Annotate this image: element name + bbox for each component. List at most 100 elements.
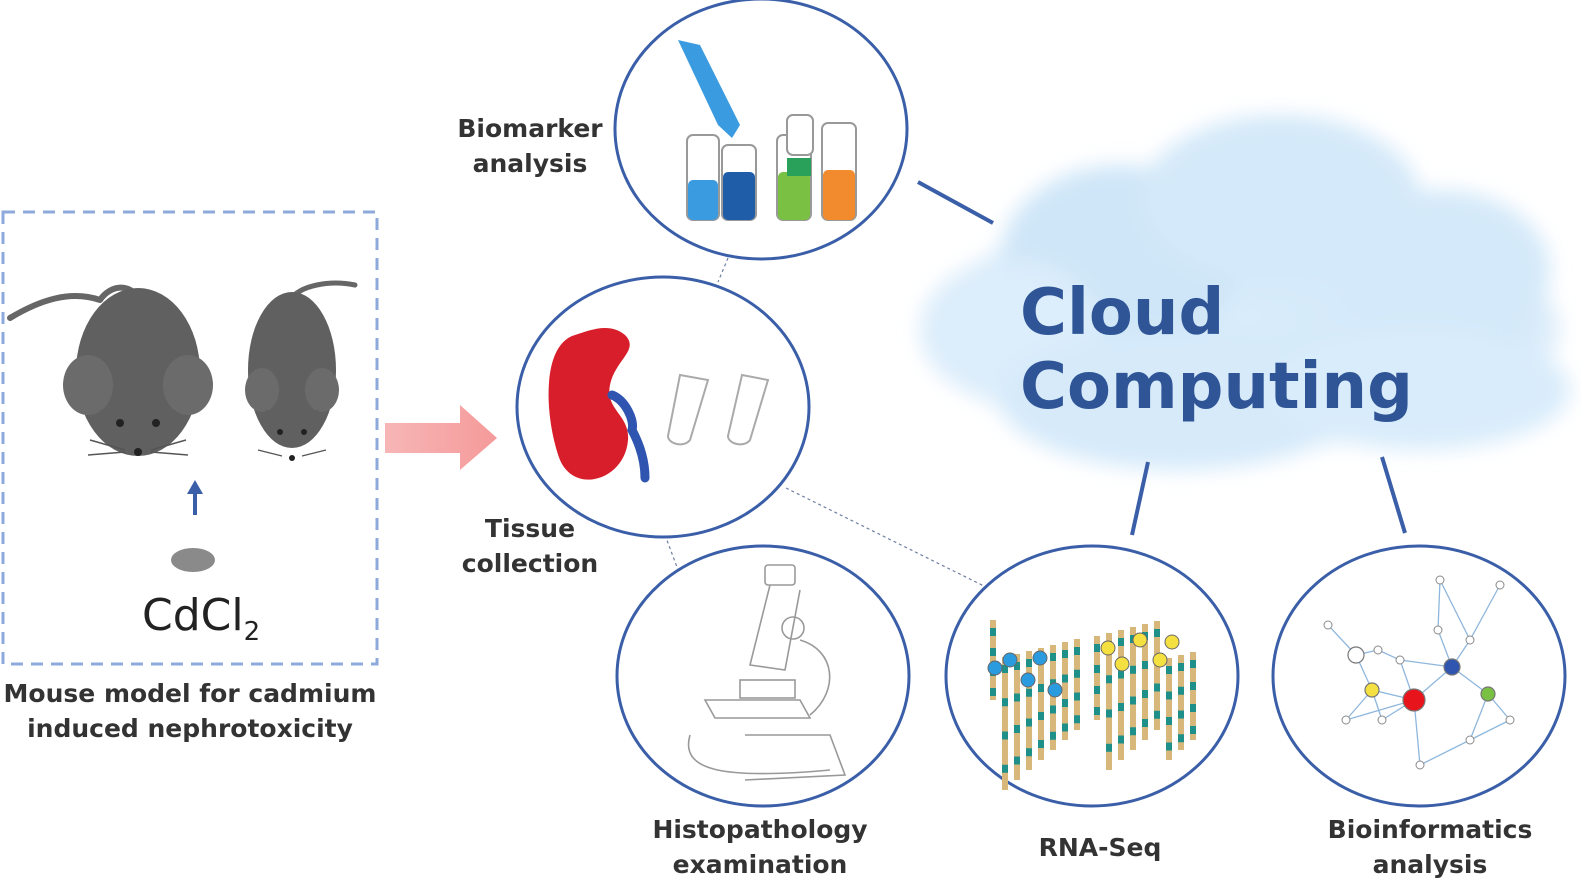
rna-band — [1050, 731, 1056, 740]
rna-band — [1190, 660, 1196, 668]
rna-bar — [1026, 651, 1032, 770]
rna-band — [1118, 735, 1124, 744]
bioinformatics-label: Bioinformatics analysis — [1300, 812, 1560, 882]
rna-bar — [1142, 624, 1148, 740]
rna-band — [1014, 725, 1020, 733]
rna-band — [1002, 764, 1008, 773]
kidney-icon — [548, 327, 650, 483]
rna-bar — [1190, 652, 1196, 740]
rna-bar — [1154, 621, 1160, 730]
rna-band — [1014, 693, 1020, 702]
label-line: Mouse model for cadmium — [3, 679, 377, 708]
network-node — [1465, 635, 1475, 645]
test-tubes-icon — [678, 40, 857, 221]
rna-bar — [1050, 645, 1056, 750]
rna-band — [1026, 748, 1032, 757]
label-line: collection — [461, 549, 599, 578]
rna-band — [990, 648, 996, 656]
network-hub — [1443, 658, 1461, 676]
rna-band — [1130, 665, 1136, 674]
label-line: Bioinformatics — [1327, 815, 1533, 844]
network-node — [1373, 645, 1383, 655]
rna-band — [1142, 719, 1148, 727]
rna-band — [1178, 710, 1184, 719]
rna-marker — [987, 660, 1003, 676]
mouse-icon — [245, 280, 358, 461]
rna-band — [1074, 692, 1080, 701]
network-node — [1433, 625, 1443, 635]
mouse-icon — [7, 284, 213, 456]
network-node — [1435, 575, 1445, 585]
rna-band — [1050, 705, 1056, 714]
rna-bar — [1178, 655, 1184, 750]
network-edge — [1469, 693, 1489, 741]
rna-band — [1118, 703, 1124, 711]
label-line: RNA-Seq — [1038, 833, 1162, 862]
network-edge — [1345, 699, 1415, 721]
rna-marker — [1100, 640, 1116, 656]
rna-band — [1154, 710, 1160, 719]
rna-band — [1062, 699, 1068, 707]
rna-band — [1026, 718, 1032, 727]
compound-subscript: 2 — [243, 617, 261, 647]
rna-band — [1130, 727, 1136, 736]
rna-band — [1002, 731, 1008, 740]
cloud-connectors — [917, 180, 1407, 536]
rna-band — [1166, 742, 1172, 751]
rna-band — [1038, 684, 1044, 692]
histopathology-label: Histopathology examination — [630, 812, 890, 882]
vials-icon — [666, 373, 770, 446]
dotted-connectors — [664, 257, 989, 589]
rnaseq-label: RNA-Seq — [1010, 830, 1190, 865]
rna-band — [1014, 756, 1020, 765]
rna-marker — [1164, 634, 1180, 650]
network-node — [1495, 580, 1505, 590]
network-hub — [1347, 646, 1365, 664]
cadmium-pile-icon — [171, 548, 215, 572]
tissue-label: Tissue collection — [440, 511, 620, 581]
label-line: examination — [672, 850, 848, 879]
rna-bar — [1106, 633, 1112, 770]
rna-band — [1074, 647, 1080, 655]
rnaseq-bars-icon — [987, 620, 1196, 790]
label-line: analysis — [472, 149, 588, 178]
rna-marker — [1152, 652, 1168, 668]
rna-marker — [1047, 682, 1063, 698]
network-node — [1415, 760, 1425, 770]
rna-band — [1166, 717, 1172, 725]
network-node — [1377, 715, 1387, 725]
rna-marker — [1020, 672, 1036, 688]
network-node — [1505, 715, 1515, 725]
biomarker-label: Biomarker analysis — [440, 111, 620, 181]
rna-band — [1106, 709, 1112, 718]
network-hub — [1364, 682, 1380, 698]
rna-marker — [1132, 632, 1148, 648]
mouse-model-label: Mouse model for cadmium induced nephroto… — [0, 676, 380, 746]
rna-band — [1014, 662, 1020, 670]
rna-marker — [1032, 650, 1048, 666]
rna-bar — [1038, 648, 1044, 760]
rna-band — [1154, 629, 1160, 637]
navy-tube-fill — [723, 172, 755, 220]
bioinformatics-circle — [1271, 544, 1567, 808]
rna-band — [1050, 653, 1056, 661]
rna-band — [1118, 638, 1124, 646]
rna-band — [1074, 715, 1080, 724]
cloud-shape — [920, 115, 1570, 470]
cloud-computing-title: Cloud Computing — [1020, 276, 1413, 424]
network-edge — [1439, 579, 1471, 641]
rna-band — [1118, 670, 1124, 679]
rna-bar — [990, 620, 996, 700]
label-line: Biomarker — [457, 114, 603, 143]
rna-band — [1094, 665, 1100, 673]
orange-tube-fill — [823, 170, 855, 220]
rna-band — [1002, 698, 1008, 707]
label-line: Histopathology — [652, 815, 868, 844]
biomarker-circle — [613, 0, 909, 261]
rna-band — [1178, 663, 1184, 671]
rna-band — [1038, 740, 1044, 748]
up-arrow-icon — [187, 480, 203, 515]
rna-band — [1094, 686, 1100, 694]
label-line: Tissue — [484, 514, 576, 543]
